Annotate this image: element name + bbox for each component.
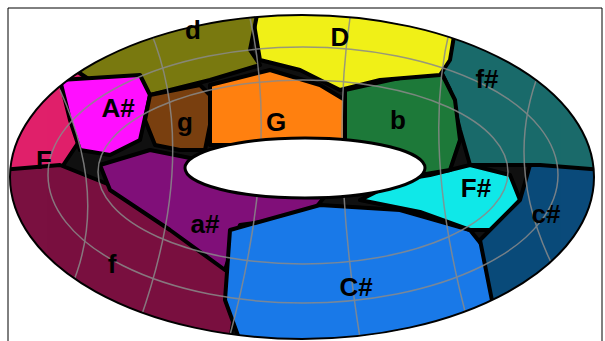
- key-label: D: [331, 22, 350, 52]
- key-region: a#: [189, 211, 222, 237]
- key-label: d: [185, 15, 201, 45]
- key-label: c#: [532, 199, 561, 229]
- key-region: F: [34, 147, 54, 173]
- key-region: f#: [473, 66, 501, 92]
- key-region: C#: [337, 274, 375, 300]
- key-region: d: [183, 17, 203, 43]
- key-label: g: [177, 107, 193, 137]
- key-label: C#: [339, 272, 372, 302]
- key-region: G: [264, 109, 289, 135]
- key-label: a#: [191, 209, 220, 239]
- key-region: D: [329, 24, 352, 50]
- key-label: A#: [101, 93, 134, 123]
- key-label: F#: [461, 173, 491, 203]
- key-label: b: [390, 105, 406, 135]
- key-region: A#: [99, 95, 137, 121]
- key-label: G: [266, 107, 286, 137]
- key-region: g: [175, 109, 195, 135]
- key-region: b: [388, 107, 408, 133]
- key-region: F#: [459, 175, 494, 201]
- key-region: f: [106, 251, 119, 277]
- key-label: F: [36, 145, 52, 175]
- key-label: f: [108, 249, 117, 279]
- key-region: c#: [530, 201, 563, 227]
- key-label: f#: [475, 64, 498, 94]
